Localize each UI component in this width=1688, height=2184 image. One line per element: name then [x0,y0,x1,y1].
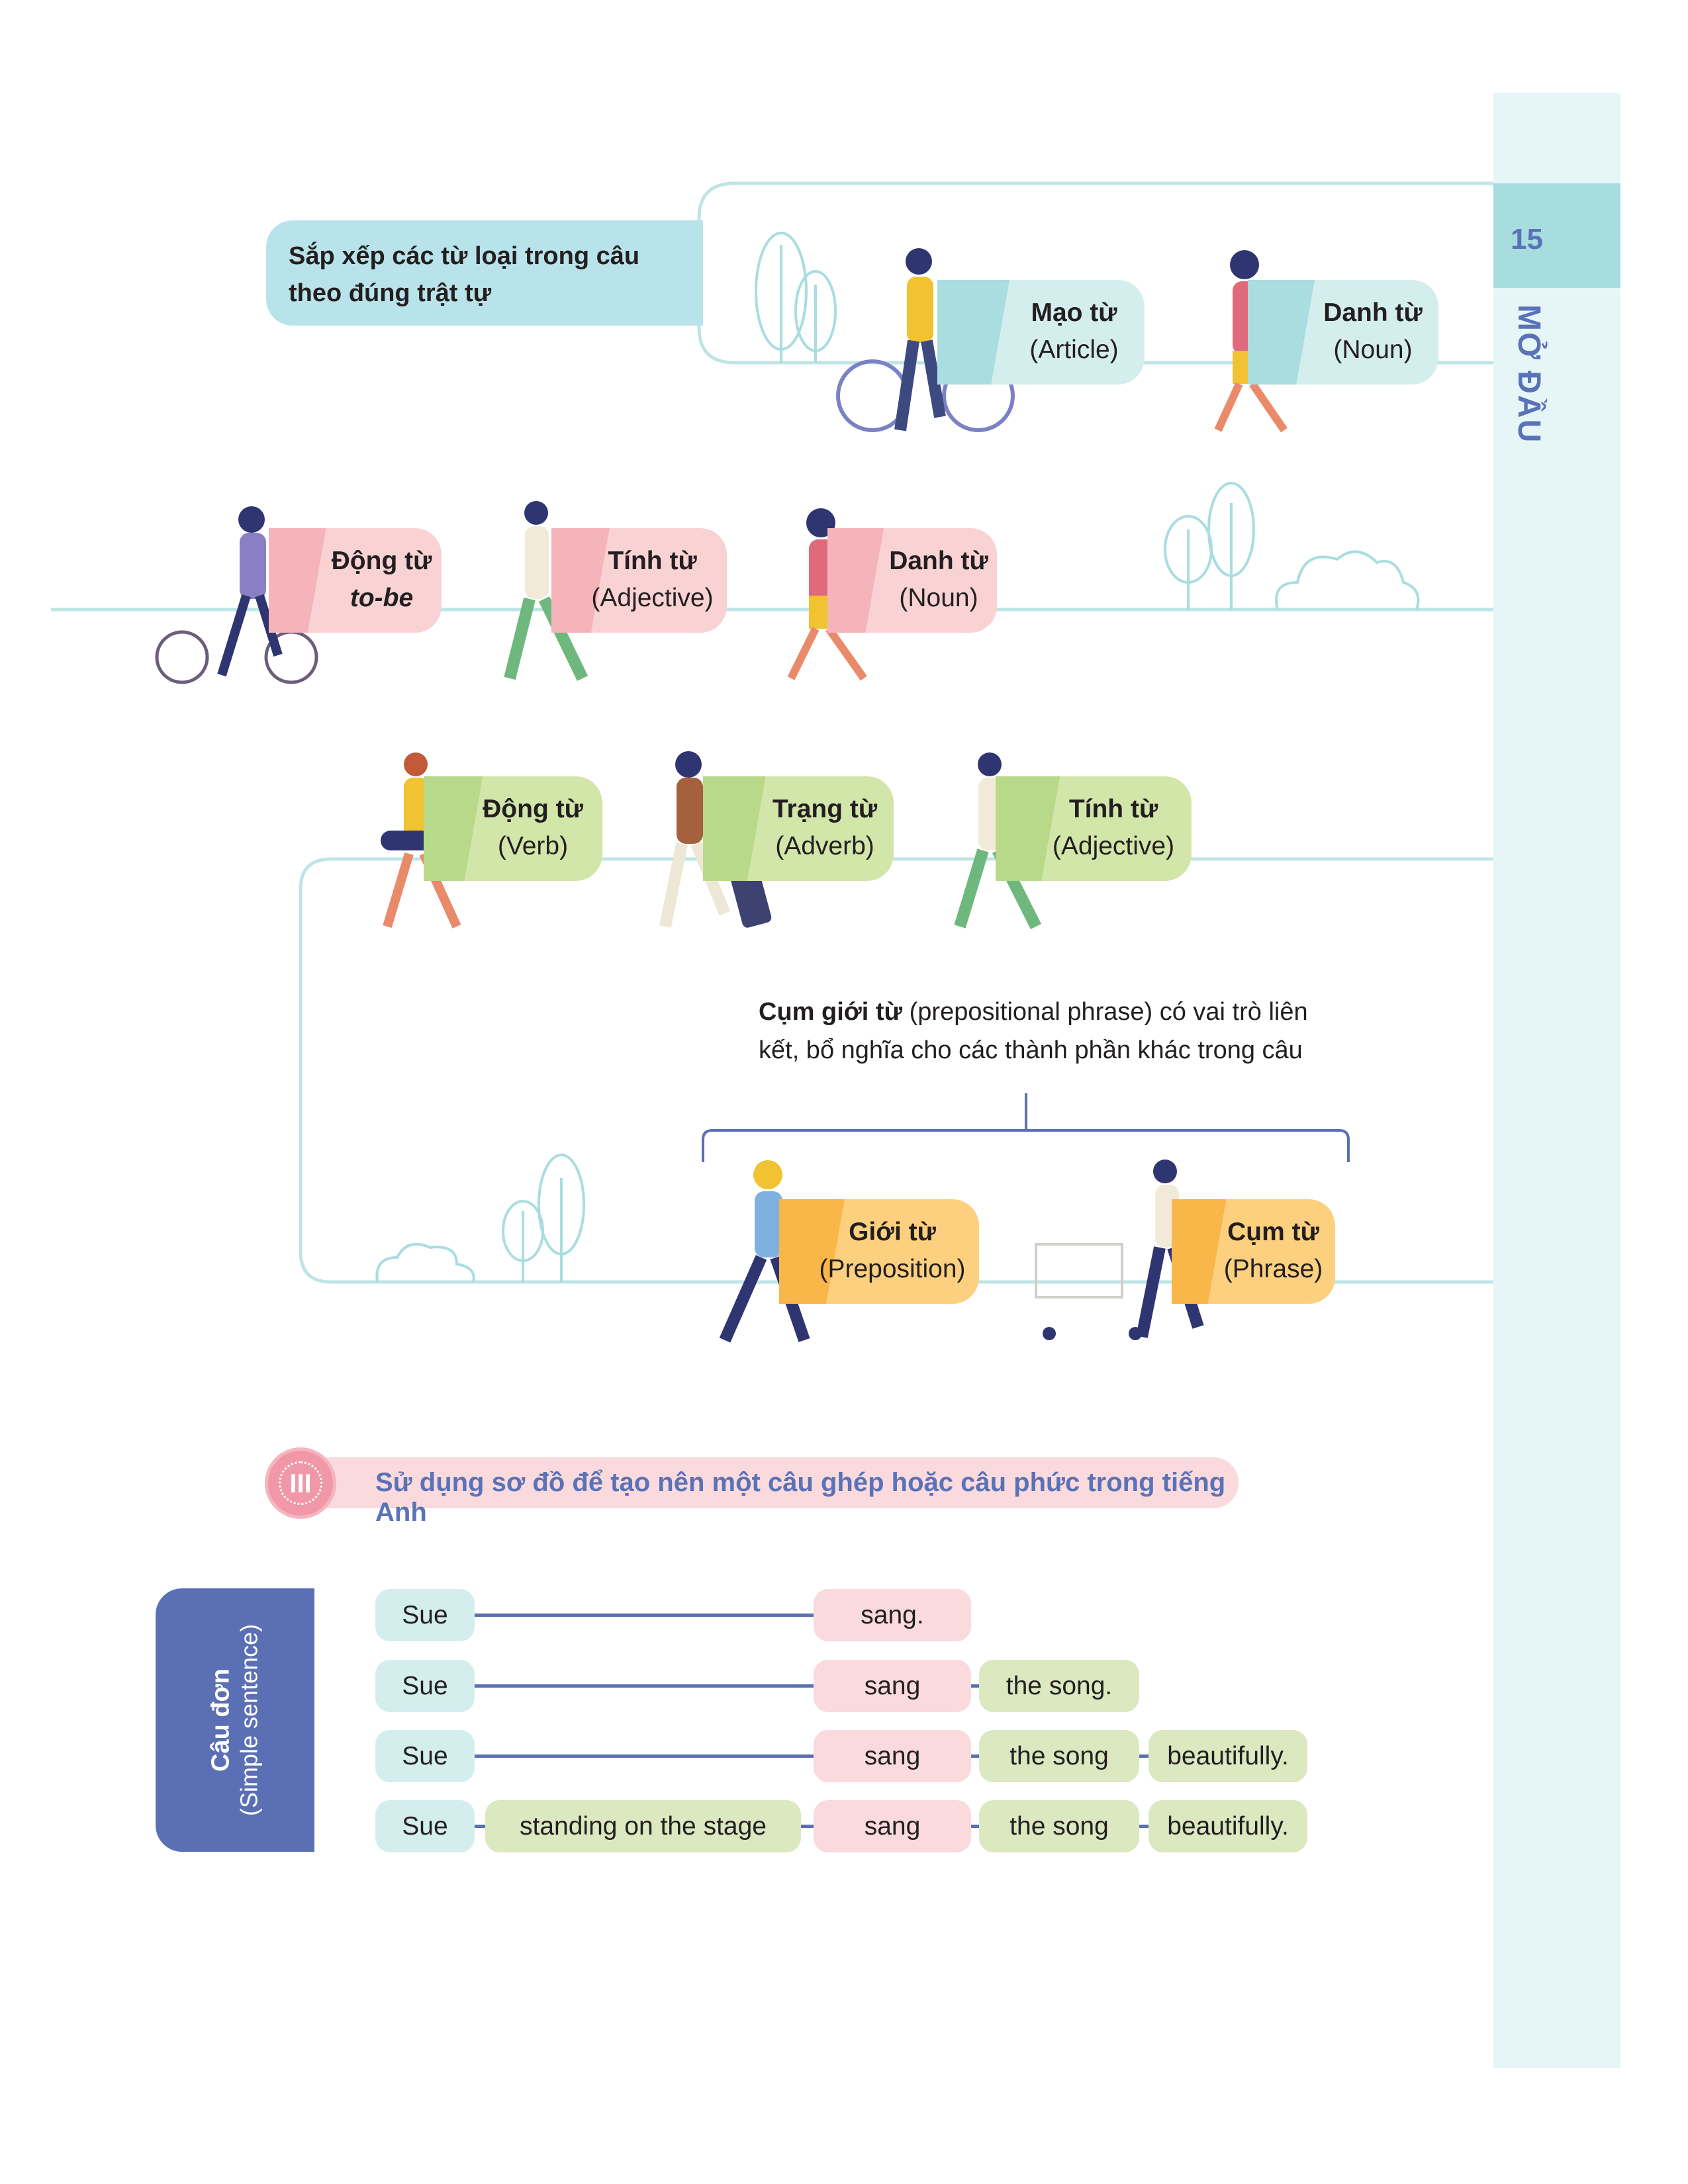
verb-chip: sang. [814,1589,971,1641]
tag-article: Mạo từ(Article) [937,280,1145,385]
subject-chip: Sue [375,1730,475,1782]
object-chip: the song. [979,1660,1139,1712]
section-number-badge: III [265,1447,336,1519]
tag-adverb: Trạng từ(Adverb) [703,776,894,881]
prepositional-phrase-note: Cụm giới từ (prepositional phrase) có va… [759,998,1308,1064]
side-band [1493,93,1620,2068]
section-heading: Sử dụng sơ đồ để tạo nên một câu ghép ho… [301,1457,1239,1527]
tree-icon [375,232,1420,1283]
verb-chip: sang [814,1800,971,1852]
subject-chip: Sue [375,1589,475,1641]
tag-adjective: Tính từ(Adjective) [551,528,727,633]
adverb-chip: beautifully. [1149,1800,1307,1852]
diagram-title: Sắp xếp các từ loại trong câu theo đúng t… [266,220,703,326]
tag-adjective: Tính từ(Adjective) [996,776,1192,881]
modifier-chip: standing on the stage [485,1800,801,1852]
verb-chip: sang [814,1730,971,1782]
page-number: 15 [1493,183,1620,288]
title-line-2: theo đúng trật tự [289,279,492,307]
subject-chip: Sue [375,1660,475,1712]
object-chip: the song [979,1800,1139,1852]
verb-chip: sang [814,1660,971,1712]
tag-phrase: Cụm từ(Phrase) [1172,1199,1335,1304]
subject-chip: Sue [375,1800,475,1852]
cyclist-figure [155,506,318,684]
man-figure [504,501,588,681]
tag-noun: Danh từ(Noun) [1248,280,1438,385]
title-line-1: Sắp xếp các từ loại trong câu [289,242,640,270]
cyclist-figure [836,248,1015,432]
tag-preposition: Giới từ(Preposition) [779,1199,979,1304]
tag-verb: Động từ(Verb) [424,776,602,881]
object-chip: the song [979,1730,1139,1782]
adverb-chip: beautifully. [1149,1730,1307,1782]
simple-sentence-label: Câu đơn(Simple sentence) [156,1588,314,1852]
tag-noun: Danh từ(Noun) [827,528,997,633]
chapter-label: MỞ ĐẦU [1511,304,1546,444]
